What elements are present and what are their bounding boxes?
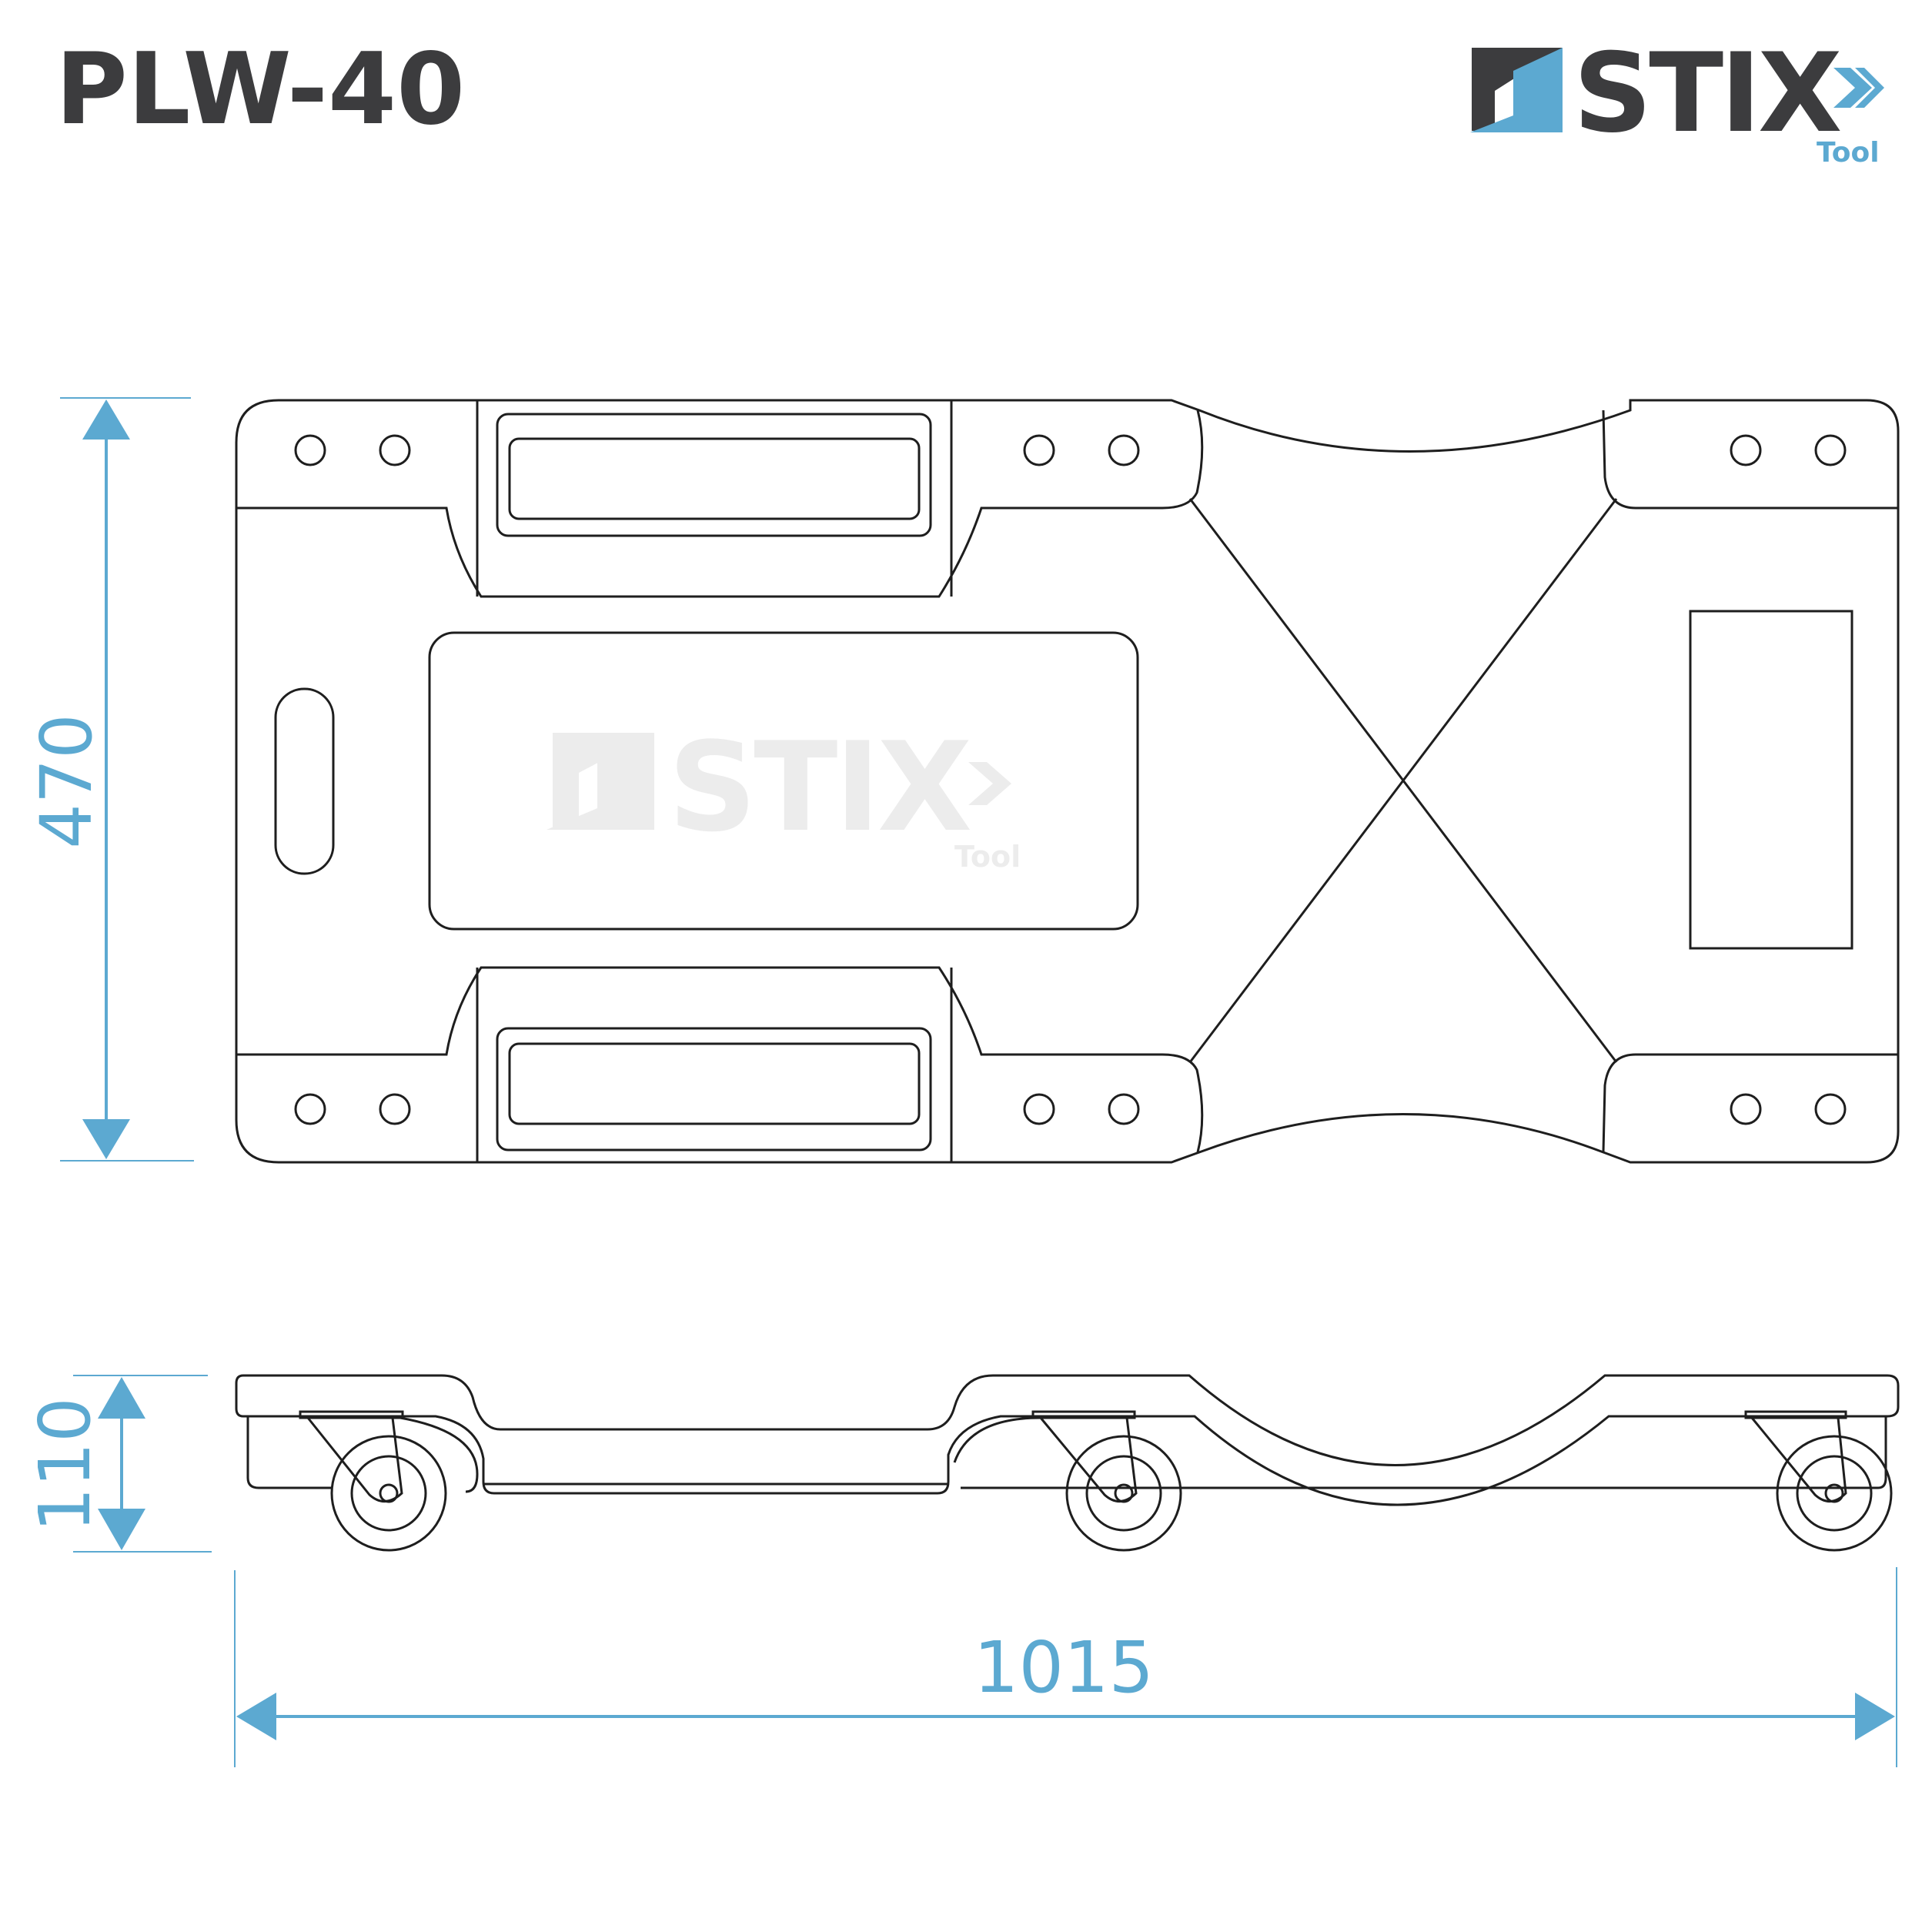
- dimension-length-arrow-left-icon: [236, 1693, 276, 1740]
- dimension-height-label: 110: [24, 1397, 106, 1533]
- dimension-length-label: 1015: [974, 1626, 1154, 1709]
- brand-logo-mark-icon: [1470, 48, 1563, 132]
- wheel-middle: [953, 1410, 1182, 1552]
- wheel-right: [1744, 1410, 1893, 1552]
- top-handle-inner: [508, 437, 921, 520]
- brand-logo: STIX Tool: [1470, 30, 1884, 169]
- dimension-width-arrow-bottom-icon: [82, 1119, 130, 1159]
- dimension-length-arrow-right-icon: [1855, 1693, 1895, 1740]
- side-grip: [274, 687, 335, 875]
- dimension-height: [73, 1375, 212, 1553]
- dimension-length: [234, 1567, 1897, 1767]
- dimension-width-label: 470: [25, 714, 108, 849]
- creeper-top-view: [235, 399, 1900, 1164]
- top-handle-outer: [496, 413, 932, 537]
- dimension-width: [60, 397, 194, 1162]
- model-title: PLW-40: [55, 32, 465, 147]
- brand-sub: Tool: [1817, 137, 1880, 169]
- watermark-brand-name: STIX: [668, 715, 971, 859]
- bolt-holes: [294, 434, 1847, 1125]
- watermark-logo: STIX Tool: [547, 715, 1021, 874]
- head-rest: [1689, 610, 1853, 950]
- cross-line-b: [1188, 498, 1618, 1063]
- watermark-logo-mark-icon: [547, 733, 654, 830]
- dimension-height-arrow-top-icon: [98, 1377, 145, 1419]
- creeper-side-view: [235, 1374, 1900, 1552]
- center-pad: [428, 631, 1139, 931]
- side-view-deck: [235, 1374, 1900, 1506]
- bottom-handle-inner: [508, 1042, 921, 1125]
- dimension-height-arrow-bottom-icon: [98, 1509, 145, 1550]
- brand-chevron-icon: [1833, 68, 1884, 108]
- bottom-handle-outer: [496, 1027, 932, 1152]
- wheel-left: [299, 1410, 479, 1552]
- dimension-width-arrow-top-icon: [82, 399, 130, 440]
- watermark-chevron-icon: [968, 762, 1011, 805]
- brand-name: STIX: [1573, 30, 1840, 157]
- top-view-outline: [235, 399, 1900, 1164]
- watermark-brand-sub: Tool: [954, 840, 1021, 874]
